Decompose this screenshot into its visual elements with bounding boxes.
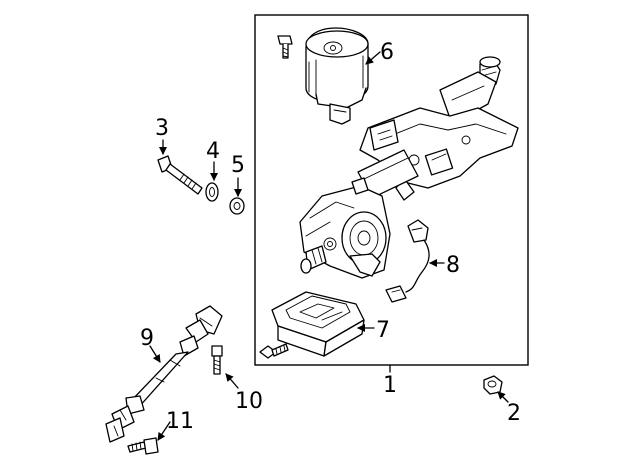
intermediate-shaft[interactable] xyxy=(105,305,223,443)
module-screw[interactable] xyxy=(259,343,289,359)
callout-4: 4 xyxy=(206,139,220,164)
steering-column[interactable] xyxy=(299,56,519,279)
callout-10: 10 xyxy=(235,389,263,414)
callout-1: 1 xyxy=(383,373,397,398)
callout-9: 9 xyxy=(140,326,154,351)
bolt[interactable] xyxy=(157,155,203,195)
flat-washer[interactable] xyxy=(229,197,245,215)
shaft-bolt[interactable] xyxy=(211,345,223,375)
control-module[interactable] xyxy=(271,291,365,357)
assembly-frame xyxy=(254,14,529,366)
callout-8: 8 xyxy=(446,253,460,278)
nut[interactable] xyxy=(483,375,503,395)
wiring-harness[interactable] xyxy=(385,219,430,303)
pinch-bolt[interactable] xyxy=(127,437,159,455)
leader-lines xyxy=(149,51,509,441)
motor-screw[interactable] xyxy=(277,35,293,59)
callout-5: 5 xyxy=(231,153,245,178)
callout-6: 6 xyxy=(380,40,394,65)
callout-11: 11 xyxy=(166,409,194,434)
callout-7: 7 xyxy=(376,318,390,343)
lock-washer[interactable] xyxy=(205,182,219,202)
callout-3: 3 xyxy=(155,116,169,141)
callout-2: 2 xyxy=(507,401,521,426)
electric-motor[interactable] xyxy=(305,27,369,125)
